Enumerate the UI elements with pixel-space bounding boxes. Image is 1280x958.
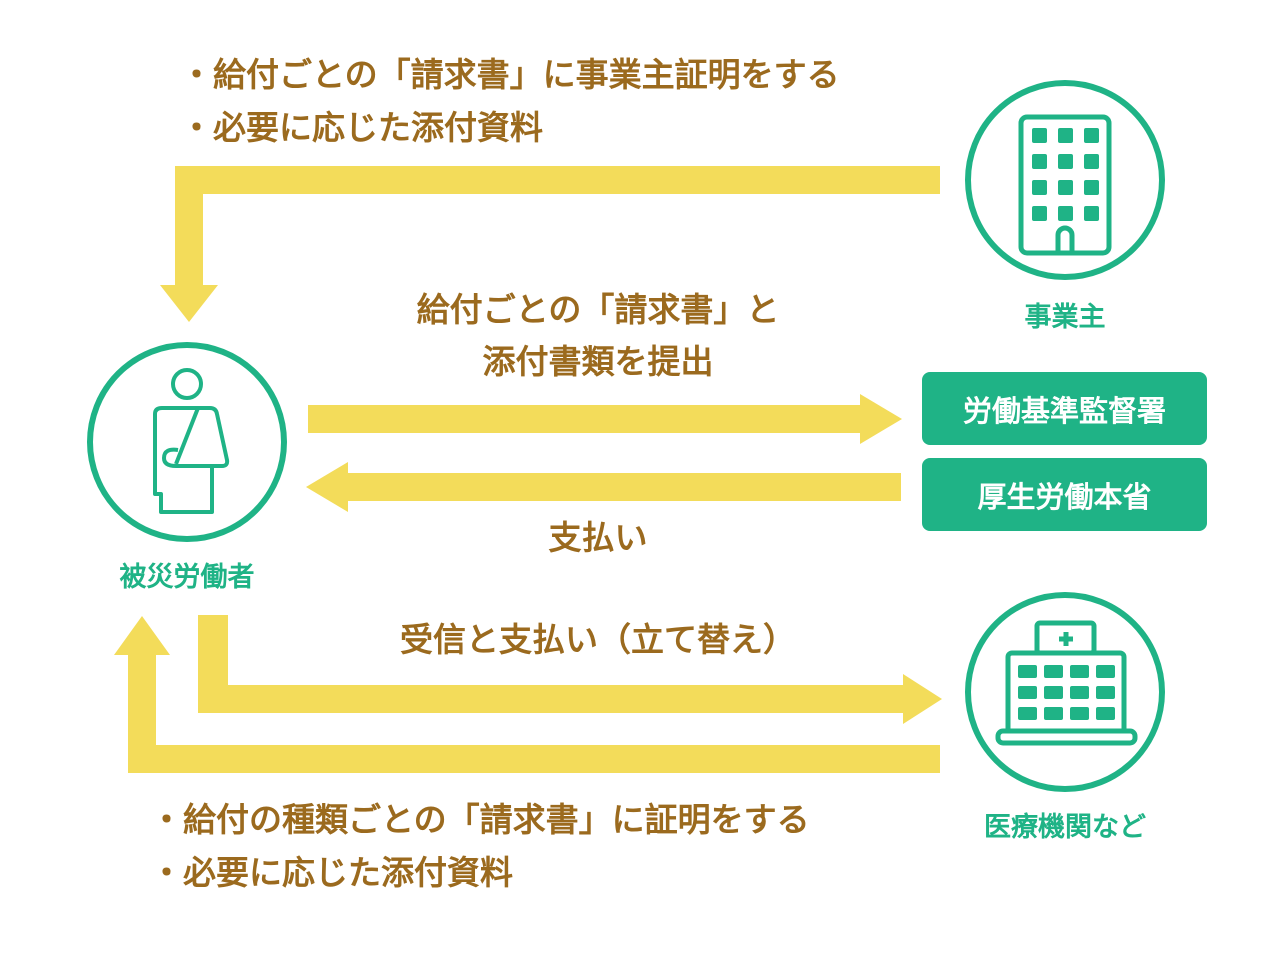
medical-label: 医療機関など (984, 812, 1146, 843)
injured-person-icon (153, 368, 230, 514)
top-note-1: ・給付ごとの「請求書」に事業主証明をする (180, 55, 840, 94)
bottom-note-2: ・必要に応じた添付資料 (150, 853, 513, 892)
arrow-worker-to-medical (198, 615, 942, 724)
middle-note-2: 添付書類を提出 (482, 342, 714, 381)
mhlw-box: 厚生労働本省 (922, 458, 1207, 531)
medical-circle (965, 592, 1165, 792)
arrow-worker-to-office (308, 394, 902, 444)
middle-note-1: 給付ごとの「請求書」と (416, 290, 780, 329)
top-note-2: ・必要に応じた添付資料 (180, 108, 543, 147)
worker-circle (87, 342, 287, 542)
arrow-medical-to-worker (114, 616, 940, 773)
building-icon (1018, 114, 1112, 256)
worker-label: 被災労働者 (119, 562, 255, 593)
arrow-employer-to-worker (160, 166, 940, 322)
employer-circle (965, 80, 1165, 280)
labor-standards-office-box: 労働基準監督署 (922, 372, 1207, 445)
hospital-icon (995, 620, 1138, 746)
payment-label: 支払い (548, 518, 648, 557)
bottom-note-1: ・給付の種類ごとの「請求書」に証明をする (150, 800, 810, 839)
employer-label: 事業主 (1024, 302, 1106, 333)
arrow-office-to-worker (306, 462, 901, 512)
hospital-flow-label: 受信と支払い（立て替え） (400, 620, 796, 659)
